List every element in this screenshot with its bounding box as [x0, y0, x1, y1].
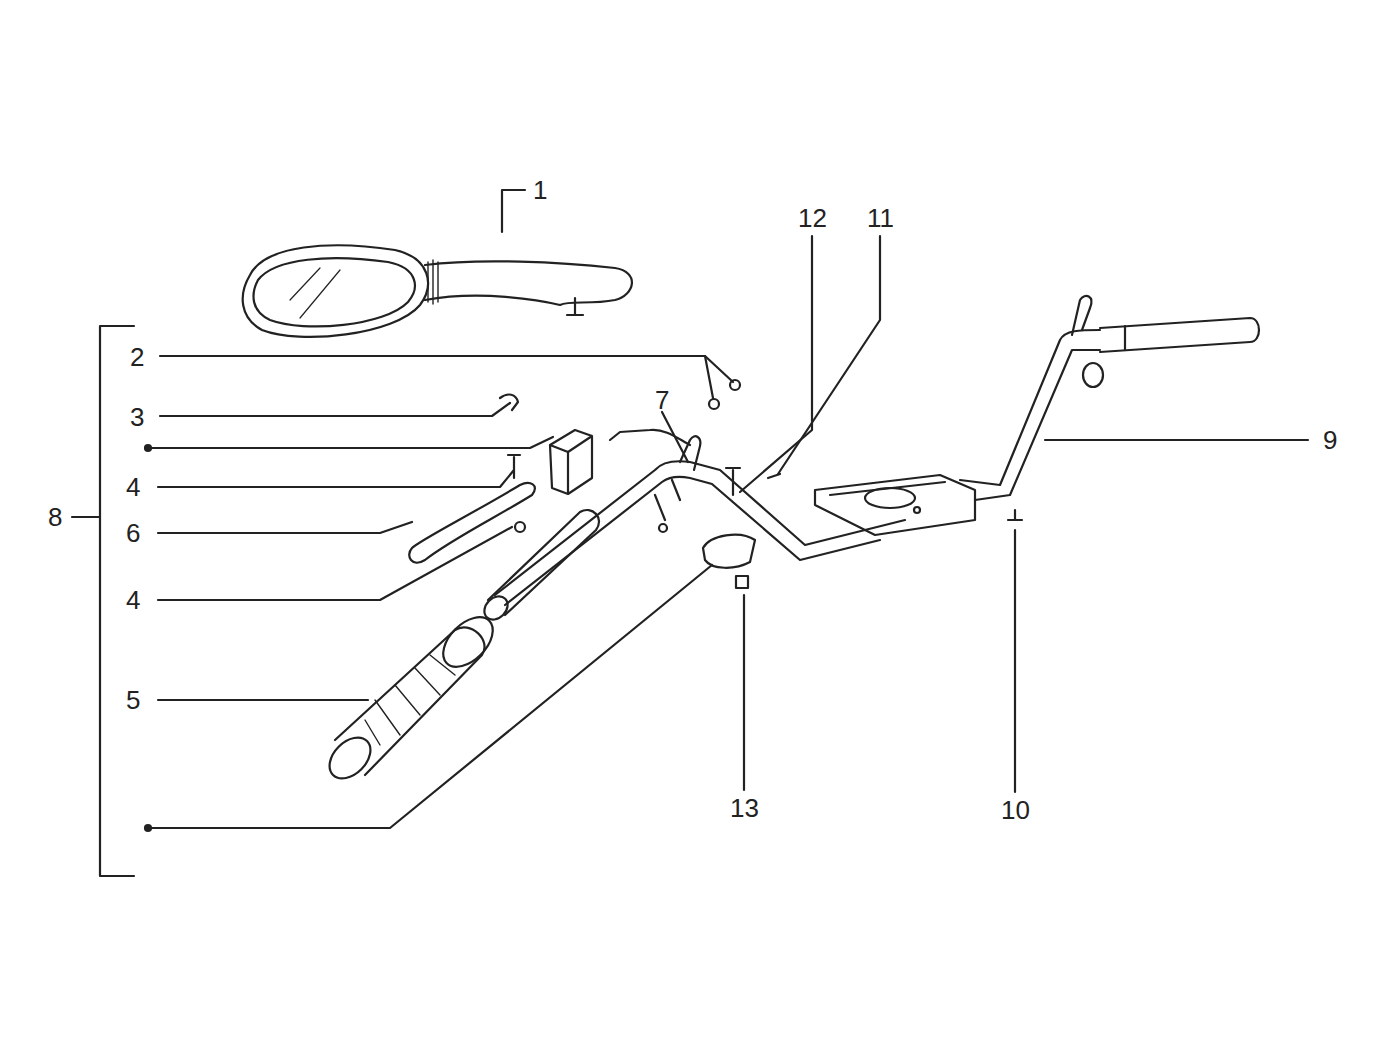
callout-number: 13	[730, 795, 759, 821]
spring-clip	[500, 395, 518, 410]
screw-part	[1008, 510, 1022, 520]
callout-number: 4	[126, 474, 140, 500]
leader-line	[1014, 530, 1016, 792]
mount-tab	[655, 480, 680, 520]
throttle-sleeve	[480, 592, 513, 625]
callout-number: 6	[126, 520, 140, 546]
leader-line	[778, 236, 880, 474]
callout-number: 1	[533, 177, 547, 203]
handlebar-tube	[505, 477, 880, 605]
lever-block	[550, 430, 592, 494]
callout-number: 12	[798, 205, 827, 231]
leader-line	[160, 356, 733, 382]
clamp-half	[703, 535, 755, 568]
leader-line	[1045, 439, 1308, 441]
screw-part	[726, 468, 740, 495]
leader-line	[152, 437, 553, 448]
leader-line	[158, 522, 412, 533]
mount-tab	[659, 524, 667, 532]
handlebar-tube	[960, 330, 1100, 500]
callout-number: 9	[1323, 427, 1337, 453]
callout-number: 10	[1001, 797, 1030, 823]
handlebar-clamp	[815, 475, 975, 535]
grip-ribs	[365, 655, 455, 745]
switch-boss	[1083, 363, 1103, 387]
callout-number: 7	[655, 387, 669, 413]
leader-line	[502, 190, 525, 232]
mirror-joint	[428, 260, 438, 304]
leader-line	[160, 403, 510, 416]
grip-part	[335, 627, 485, 775]
screw-part	[730, 380, 740, 390]
leader-dot	[145, 825, 151, 831]
screw-part	[768, 474, 780, 478]
mount-tab	[680, 436, 700, 470]
callout-number: 11	[867, 205, 894, 231]
leader-line	[152, 565, 712, 828]
mirror-hatch	[290, 268, 340, 318]
washer-part	[709, 399, 719, 409]
nut-part	[736, 576, 748, 588]
right-grip	[1124, 326, 1126, 350]
leader-line	[158, 470, 514, 487]
group-bracket	[72, 326, 134, 876]
nut-part	[515, 522, 525, 532]
leader-line	[740, 236, 812, 492]
callout-number: 5	[126, 687, 140, 713]
brake-lever	[409, 483, 535, 563]
right-grip	[1100, 318, 1259, 352]
leader-line	[158, 699, 368, 701]
clamp-hole	[914, 507, 920, 513]
mirror-rim	[254, 258, 415, 326]
cable-part	[610, 430, 690, 445]
screw-part	[508, 455, 520, 478]
leader-line	[705, 356, 713, 398]
clamp-hole	[865, 488, 915, 508]
mirror-bolt	[567, 298, 583, 315]
callout-number: 3	[130, 404, 144, 430]
leader-line	[743, 595, 745, 790]
mirror-stem	[425, 261, 632, 305]
mirror-glass	[243, 245, 428, 337]
callout-number: 8	[48, 504, 62, 530]
grip-end	[322, 730, 379, 787]
mount-tab	[1072, 296, 1091, 335]
callout-number: 2	[130, 344, 144, 370]
callout-number: 4	[126, 587, 140, 613]
leader-dot	[145, 445, 151, 451]
